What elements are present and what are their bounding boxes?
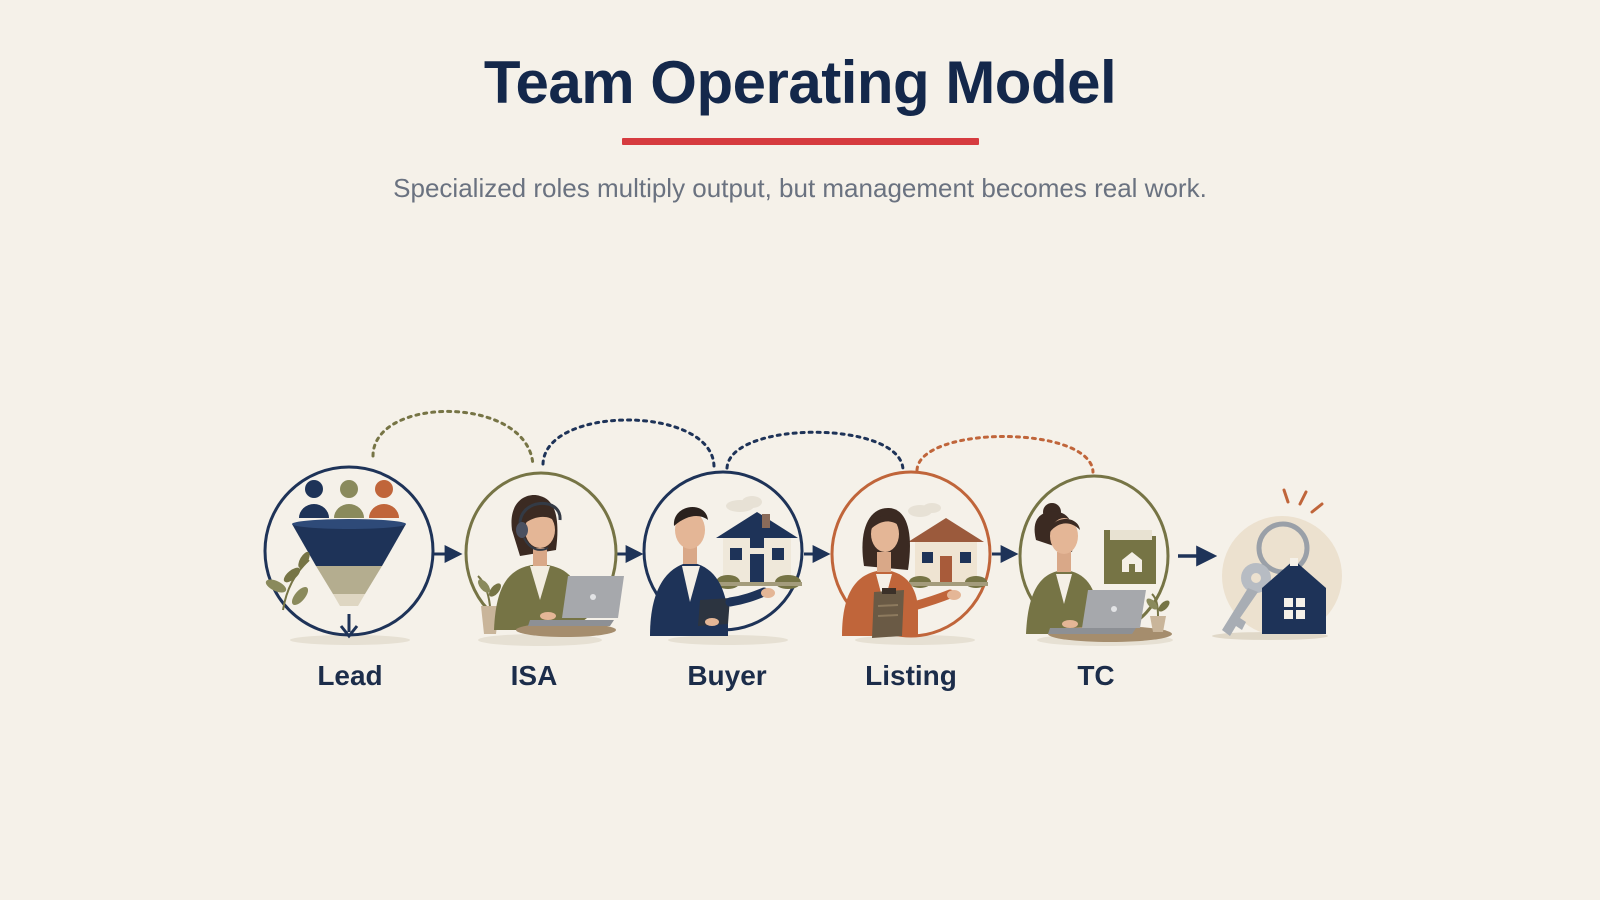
handoff-arc-listing-tc [915, 435, 1095, 474]
role-labels: Lead ISA Buyer Listing TC [317, 660, 1114, 691]
role-label-buyer: Buyer [687, 660, 766, 691]
role-label-tc: TC [1077, 660, 1114, 691]
handoff-arcs [371, 410, 1095, 474]
page-title: Team Operating Model [483, 49, 1117, 116]
role-label-isa: ISA [511, 660, 558, 691]
outcome-keys [1212, 488, 1342, 640]
role-tc [1018, 474, 1173, 646]
tc-laptop-folder-icon [1026, 503, 1172, 642]
lead-funnel-icon [265, 480, 406, 639]
page-subtitle: Specialized roles multiply output, but m… [393, 173, 1207, 203]
handoff-arc-buyer-listing [725, 430, 905, 472]
title-underline [622, 138, 979, 145]
handoff-arc-lead-isa [371, 410, 535, 468]
handoff-arc-isa-buyer [541, 418, 716, 468]
role-lead [263, 465, 435, 645]
role-isa [464, 471, 624, 646]
buyer-agent-house-icon [650, 496, 802, 636]
flow-arrows [434, 545, 1218, 567]
isa-headset-agent-icon [477, 495, 624, 637]
house-keys-icon [1212, 488, 1342, 640]
role-label-listing: Listing [865, 660, 957, 691]
role-buyer [642, 470, 804, 645]
role-label-lead: Lead [317, 660, 382, 691]
listing-agent-house-icon [842, 503, 988, 638]
role-listing [830, 470, 992, 645]
